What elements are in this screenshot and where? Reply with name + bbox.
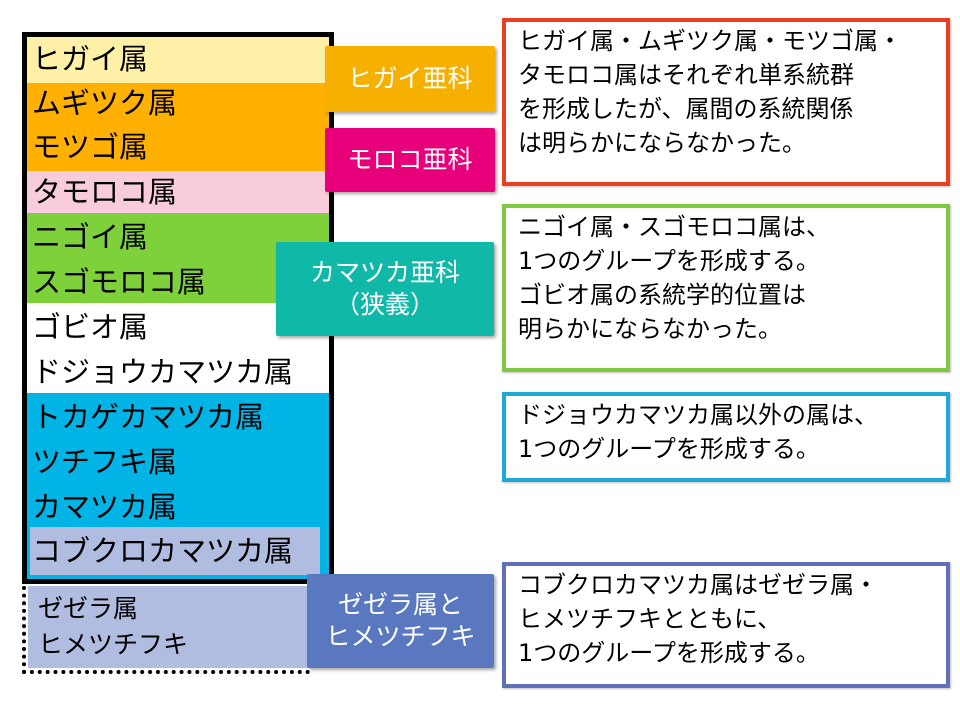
band-lavender <box>30 527 320 575</box>
band-zezera <box>28 586 310 668</box>
zezera-group-frame <box>22 586 310 674</box>
subfamily-label-moroko: モロコ亜科 <box>325 128 495 192</box>
note-higai-moroko: ヒガイ属・ムギツク属・モツゴ属・ タモロコ属はそれぞれ単系統群 を形成したが、属… <box>502 18 950 186</box>
genus-kobukurokamatsuka: コブクロカマツカ属 <box>32 534 294 568</box>
subfamily-label-line1: カマツカ亜科 <box>309 258 460 287</box>
genus-mugitsuku: ムギツク属 <box>32 86 178 120</box>
subfamily-label-higai: ヒガイ亜科 <box>325 46 495 112</box>
subfamily-label-line1: ゼゼラ属と <box>337 590 463 619</box>
band-higai <box>27 37 329 83</box>
subfamily-label-kamatsuka: カマツカ亜科 （狭義） <box>276 242 494 336</box>
subfamily-label-text: モロコ亜科 <box>347 145 473 174</box>
note-kamatsuka-sensu-stricto: ニゴイ属・スゴモロコ属は、 1つのグループを形成する。 ゴビオ属の系統学的位置は… <box>502 204 950 372</box>
band-pink <box>27 171 329 213</box>
subfamily-label-text: ヒガイ亜科 <box>347 64 473 93</box>
genus-himetsuchifuki: ヒメツチフキ <box>38 630 189 659</box>
subfamily-label-zezera: ゼゼラ属と ヒメツチフキ <box>307 574 494 668</box>
genus-dojoukamatsuka: ドジョウカマツカ属 <box>32 355 294 389</box>
genus-nigoi: ニゴイ属 <box>32 220 149 254</box>
genus-zezera: ゼゼラ属 <box>38 594 139 623</box>
note-kobukurokamatsuka: コブクロカマツカ属はゼゼラ属・ ヒメツチフキとともに、 1つのグループを形成する… <box>502 562 950 688</box>
genus-higai: ヒガイ属 <box>32 42 149 76</box>
genus-kamatsuka: カマツカ属 <box>32 490 178 524</box>
note-dojoukamatsuka: ドジョウカマツカ属以外の属は、 1つのグループを形成する。 <box>502 392 950 482</box>
genus-gobio: ゴビオ属 <box>32 310 149 344</box>
subfamily-label-line2: ヒメツチフキ <box>325 622 476 651</box>
genus-tokagekamatsuka: トカゲカマツカ属 <box>32 400 265 434</box>
genus-tamoroko: タモロコ属 <box>32 175 178 209</box>
band-orange <box>27 83 329 171</box>
genus-motsugo: モツゴ属 <box>32 130 149 164</box>
subfamily-label-line2: （狭義） <box>334 290 435 319</box>
genus-tsuchifuki: ツチフキ属 <box>32 445 178 479</box>
genus-sugomoroko: スゴモロコ属 <box>32 265 207 299</box>
